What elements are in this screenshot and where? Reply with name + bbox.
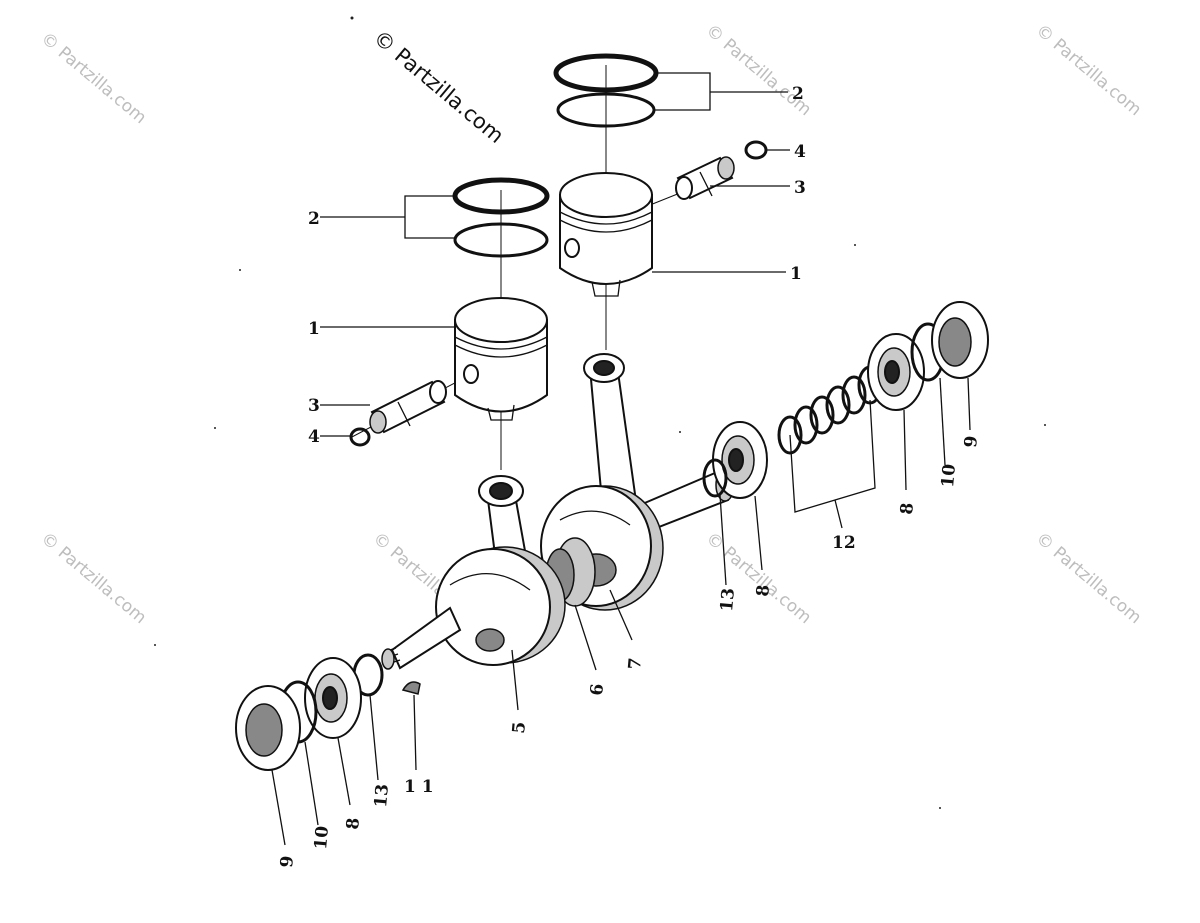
clip-right <box>744 140 768 160</box>
callout-labels: 2 4 3 1 2 1 3 4 9 10 8 12 13 8 7 6 5 1 1… <box>277 84 982 868</box>
callout-10: 10 <box>938 463 960 488</box>
seal-left-9 <box>235 685 301 771</box>
callout-13: 13 <box>371 783 393 808</box>
crank-web-left <box>435 546 566 666</box>
callout-8: 8 <box>343 817 364 831</box>
bearing-right-outer <box>867 333 925 411</box>
watermark-faint: © Partzilla.com <box>702 529 815 629</box>
watermark-faint: © Partzilla.com <box>37 29 150 129</box>
callout-3: 3 <box>308 396 320 416</box>
callout-2: 2 <box>308 209 320 229</box>
clip-left <box>349 427 371 447</box>
callout-10: 10 <box>311 825 333 850</box>
callout-13: 13 <box>717 587 739 612</box>
bearing-left-8 <box>304 657 362 739</box>
crankshaft-left-shaft <box>381 606 462 670</box>
callout-4: 4 <box>308 427 320 447</box>
callout-4: 4 <box>794 142 806 162</box>
piston-left <box>454 297 548 421</box>
piston-right <box>559 172 653 297</box>
callout-8: 8 <box>897 502 918 516</box>
leader-lines <box>271 72 971 846</box>
spacer-ring-right <box>702 458 728 498</box>
crankpin-center <box>545 537 596 607</box>
callout-11: 1 1 <box>404 777 434 797</box>
piston-pin-left <box>369 380 447 434</box>
callout-6: 6 <box>587 683 608 697</box>
callout-9: 9 <box>277 855 298 869</box>
watermark-faint: © Partzilla.com <box>37 529 150 629</box>
watermark-faint: © Partzilla.com <box>1032 529 1145 629</box>
seal-right-9 <box>931 301 989 379</box>
piston-pin-right <box>675 156 735 200</box>
watermark-main: © Partzilla.com <box>369 25 509 148</box>
callout-2: 2 <box>792 84 804 104</box>
callout-12: 12 <box>832 533 856 553</box>
callout-7: 7 <box>625 657 646 671</box>
callout-1: 1 <box>790 264 802 284</box>
shim-stack-12 <box>777 365 883 455</box>
callout-8: 8 <box>753 584 774 598</box>
scan-specks <box>154 16 1046 809</box>
watermark-faint: © Partzilla.com <box>702 21 815 121</box>
callout-9: 9 <box>961 435 982 449</box>
bearing-right-inner <box>712 421 768 499</box>
watermark-faint: © Partzilla.com <box>1032 21 1145 121</box>
callout-3: 3 <box>794 178 806 198</box>
woodruff-key <box>401 681 421 695</box>
callout-1: 1 <box>308 319 320 339</box>
callout-5: 5 <box>509 721 530 735</box>
